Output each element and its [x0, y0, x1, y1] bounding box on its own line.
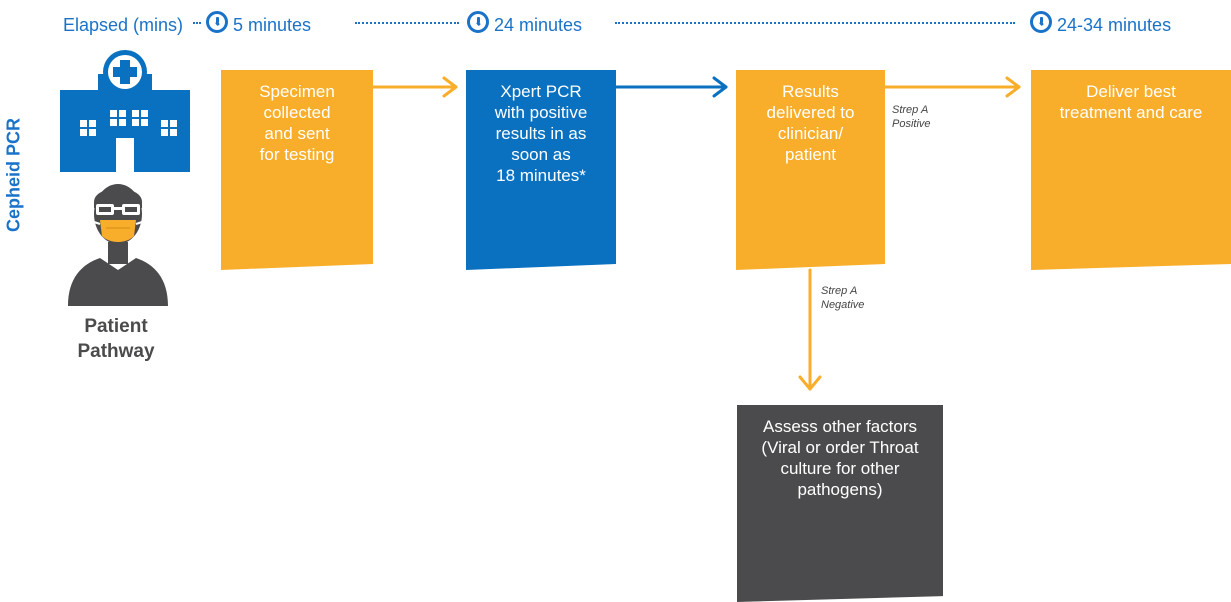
clock-icon — [1030, 11, 1052, 33]
step-xpert-pcr: Xpert PCR with positive results in as so… — [466, 70, 616, 270]
clock-icon — [206, 11, 228, 33]
step-line: culture for other — [780, 459, 900, 478]
time-label-2: 24 minutes — [494, 15, 583, 35]
step-line: Results — [782, 82, 839, 101]
step-line: Assess other factors — [762, 417, 917, 436]
step-line: pathogens) — [797, 480, 883, 499]
step-line: (Viral or order Throat — [761, 438, 919, 457]
timeline-dots — [355, 22, 459, 24]
patient-pathway-line-2: Pathway — [77, 341, 155, 362]
hospital-building-icon — [60, 50, 190, 172]
step-line: soon as — [511, 145, 571, 164]
step-line: and sent — [264, 124, 330, 143]
step-line: treatment and care — [1059, 103, 1203, 122]
branch-line: Positive — [892, 118, 931, 130]
masked-patient-icon — [68, 184, 168, 306]
strep-a-positive-label: Strep A Positive — [892, 103, 931, 131]
timeline-dots — [193, 22, 201, 24]
time-label-1: 5 minutes — [233, 15, 312, 35]
elapsed-label: Elapsed (mins) — [63, 15, 184, 35]
step-line: patient — [784, 145, 837, 164]
time-label-3: 24-34 minutes — [1057, 15, 1172, 35]
patient-pathway-label: Patient Pathway — [60, 314, 172, 364]
step-line: delivered to — [766, 103, 855, 122]
step-line: Deliver best — [1086, 82, 1176, 101]
step-results-delivered: Results delivered to clinician/ patient — [736, 70, 885, 270]
branch-line: Negative — [821, 299, 865, 311]
branch-line: Strep A — [821, 285, 858, 297]
branch-line: Strep A — [892, 104, 929, 116]
step-line: collected — [263, 103, 331, 122]
patient-pathway-line-1: Patient — [84, 316, 148, 337]
step-assess-other-factors: Assess other factors (Viral or order Thr… — [737, 405, 943, 602]
arrow-results-to-assess — [798, 268, 822, 391]
arrow-results-to-treatment — [883, 76, 1021, 98]
strep-a-negative-label: Strep A Negative — [821, 284, 864, 312]
clock-icon — [467, 11, 489, 33]
step-line: results in as — [495, 124, 587, 143]
step-deliver-treatment: Deliver best treatment and care — [1031, 70, 1231, 270]
timeline-dots — [615, 22, 1015, 24]
arrow-pcr-to-results — [614, 76, 728, 98]
arrow-specimen-to-pcr — [371, 76, 458, 98]
step-line: for testing — [259, 145, 335, 164]
step-line: clinician/ — [777, 124, 844, 143]
step-specimen-collected: Specimen collected and sent for testing — [221, 70, 373, 270]
step-line: 18 minutes* — [496, 166, 586, 185]
step-line: Xpert PCR — [500, 82, 582, 101]
step-line: with positive — [494, 103, 588, 122]
step-line: Specimen — [259, 82, 335, 101]
